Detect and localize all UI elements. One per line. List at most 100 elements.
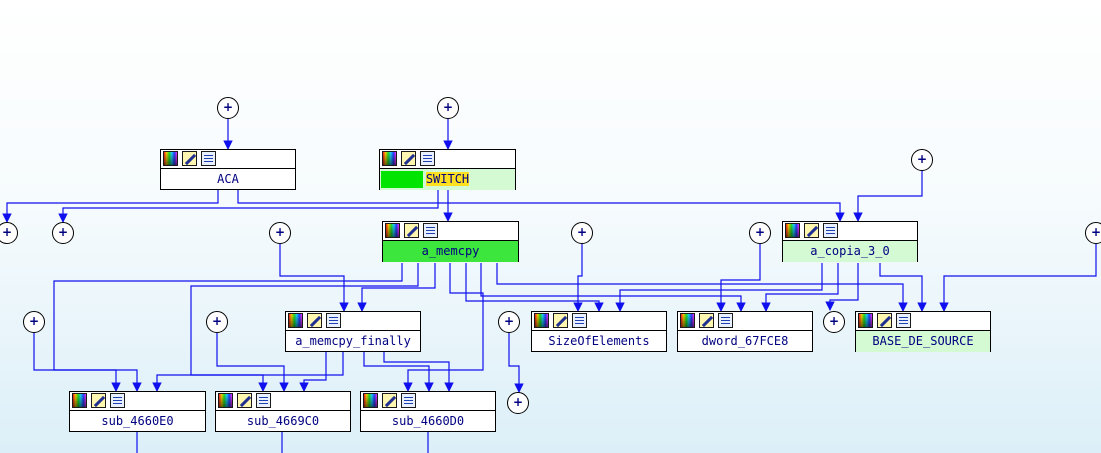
rename-icon[interactable]: [307, 313, 322, 328]
collapsed-node-button[interactable]: +: [217, 97, 239, 119]
node-toolbar: [380, 150, 515, 169]
xref-icon[interactable]: [572, 313, 587, 328]
node-label[interactable]: BASE_DE_SOURCE: [856, 331, 990, 352]
collapsed-node-button[interactable]: +: [823, 311, 845, 333]
palette-icon[interactable]: [382, 151, 397, 166]
node-label[interactable]: sub_4669C0: [246, 414, 320, 428]
graph-node-base-de-source[interactable]: BASE_DE_SOURCE: [855, 311, 991, 352]
edge: [299, 352, 327, 392]
xref-icon[interactable]: [201, 151, 216, 166]
graph-node-switch[interactable]: SWITCH: [379, 149, 516, 190]
node-label[interactable]: ACA: [217, 172, 239, 186]
palette-icon[interactable]: [534, 313, 549, 328]
node-toolbar: [161, 150, 295, 169]
node-label[interactable]: sub_4660E0: [101, 414, 174, 428]
edge: [761, 263, 839, 312]
node-label[interactable]: a_copia_3_0: [783, 241, 917, 262]
collapsed-node-button[interactable]: +: [911, 149, 933, 171]
edge: [2, 190, 219, 223]
node-label[interactable]: a_memcpy: [383, 241, 518, 262]
edge: [508, 333, 524, 393]
node-toolbar: [783, 222, 917, 241]
edge: [496, 263, 908, 312]
edge: [403, 263, 484, 392]
graph-node-dword-67fce8[interactable]: dword_67FCE8: [677, 311, 813, 352]
collapsed-node-button[interactable]: +: [1085, 222, 1101, 244]
xref-icon[interactable]: [401, 393, 416, 408]
collapsed-node-button[interactable]: +: [206, 311, 228, 333]
edge: [357, 263, 436, 312]
highlight-bar: [381, 171, 423, 188]
node-toolbar: [856, 312, 990, 331]
palette-icon[interactable]: [288, 313, 303, 328]
xref-icon[interactable]: [420, 151, 435, 166]
rename-icon[interactable]: [699, 313, 714, 328]
rename-icon[interactable]: [182, 151, 197, 166]
edge: [216, 333, 289, 392]
collapsed-node-button[interactable]: +: [749, 222, 771, 244]
rename-icon[interactable]: [404, 223, 419, 238]
node-label[interactable]: a_memcpy_finally: [295, 334, 411, 348]
edge: [573, 244, 583, 312]
xref-icon[interactable]: [896, 313, 911, 328]
collapsed-node-button[interactable]: +: [437, 97, 459, 119]
collapsed-node-button[interactable]: +: [571, 222, 593, 244]
node-label[interactable]: SizeOfElements: [548, 334, 650, 348]
xref-icon[interactable]: [423, 223, 438, 238]
graph-node-a-memcpy-finally[interactable]: a_memcpy_finally: [285, 311, 421, 352]
graph-node-sub-4669c0[interactable]: sub_4669C0: [215, 391, 351, 432]
edge: [33, 333, 121, 392]
node-label[interactable]: sub_4660D0: [391, 414, 465, 428]
palette-icon[interactable]: [72, 393, 87, 408]
node-toolbar: [383, 222, 518, 241]
node-toolbar: [70, 392, 205, 411]
collapsed-node-button[interactable]: +: [52, 222, 74, 244]
palette-icon[interactable]: [858, 313, 873, 328]
collapsed-node-button[interactable]: +: [269, 222, 291, 244]
xref-icon[interactable]: [256, 393, 271, 408]
collapsed-node-button[interactable]: +: [23, 311, 45, 333]
rename-icon[interactable]: [382, 393, 397, 408]
palette-icon[interactable]: [680, 313, 695, 328]
rename-icon[interactable]: [237, 393, 252, 408]
rename-icon[interactable]: [401, 151, 416, 166]
edge: [480, 263, 746, 312]
palette-icon[interactable]: [785, 223, 800, 238]
xref-icon[interactable]: [110, 393, 125, 408]
edge: [465, 263, 604, 312]
graph-node-a-memcpy[interactable]: a_memcpy: [382, 221, 519, 262]
edge: [237, 190, 845, 222]
palette-icon[interactable]: [218, 393, 233, 408]
edge: [58, 190, 439, 223]
node-label[interactable]: dword_67FCE8: [701, 334, 789, 348]
graph-node-sub-4660d0[interactable]: sub_4660D0: [360, 391, 496, 432]
collapsed-node-button[interactable]: +: [0, 222, 18, 244]
rename-icon[interactable]: [877, 313, 892, 328]
graph-node-a-copia-3-0[interactable]: a_copia_3_0: [782, 221, 918, 262]
bottom-edge-stubs: [136, 432, 429, 453]
xref-icon[interactable]: [823, 223, 838, 238]
xref-icon[interactable]: [718, 313, 733, 328]
edge: [939, 244, 1097, 312]
graph-node-sub-4660e0[interactable]: sub_4660E0: [69, 391, 206, 432]
graph-edges: [2, 118, 1097, 393]
rename-icon[interactable]: [91, 393, 106, 408]
collapsed-node-button[interactable]: +: [498, 311, 520, 333]
palette-icon[interactable]: [163, 151, 178, 166]
graph-node-aca[interactable]: ACA: [160, 149, 296, 190]
palette-icon[interactable]: [385, 223, 400, 238]
edge: [363, 352, 434, 392]
edge: [190, 263, 419, 392]
node-label[interactable]: SWITCH: [425, 172, 470, 186]
node-label-row[interactable]: SWITCH: [380, 169, 515, 190]
rename-icon[interactable]: [553, 313, 568, 328]
rename-icon[interactable]: [804, 223, 819, 238]
palette-icon[interactable]: [363, 393, 378, 408]
xref-icon[interactable]: [326, 313, 341, 328]
edge: [383, 352, 454, 392]
graph-node-sizeofelements[interactable]: SizeOfElements: [531, 311, 667, 352]
edge: [879, 263, 927, 312]
collapsed-node-button[interactable]: +: [507, 392, 529, 414]
node-toolbar: [678, 312, 812, 331]
